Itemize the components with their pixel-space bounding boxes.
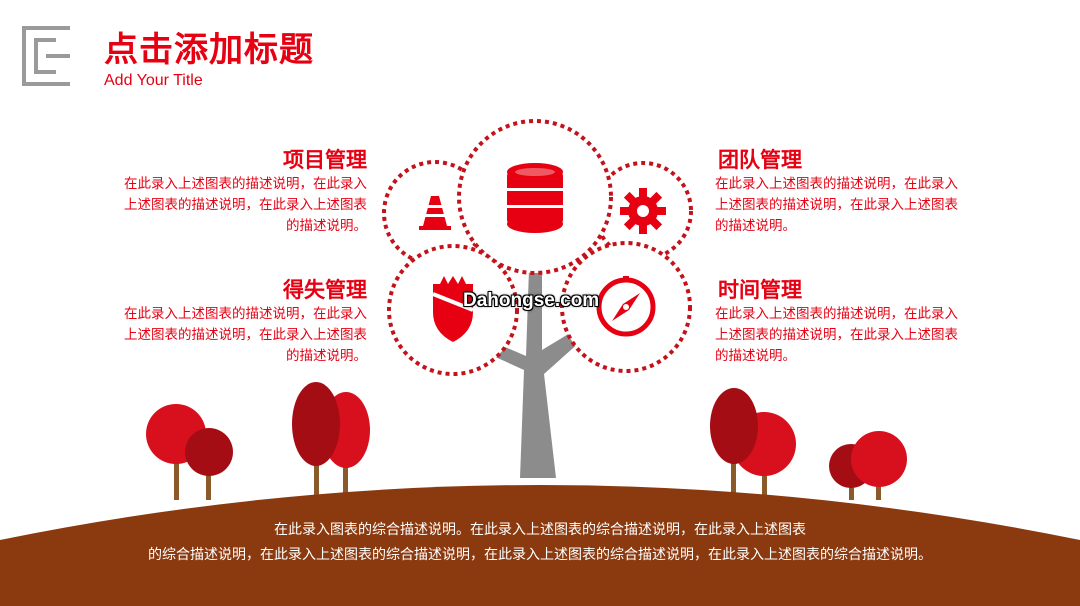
- compass-icon: [596, 276, 656, 337]
- summary-text: 在此录入图表的综合描述说明。在此录入上述图表的综合描述说明，在此录入上述图表 的…: [40, 518, 1040, 568]
- logo-mark: [22, 26, 70, 86]
- tree-trunk: [480, 240, 582, 478]
- block-desc-gainloss: 在此录入上述图表的描述说明，在此录入上述图表的描述说明，在此录入上述图表的描述说…: [124, 306, 367, 364]
- summary-line-2: 的综合描述说明，在此录入上述图表的综合描述说明，在此录入上述图表的综合描述说明，…: [148, 547, 932, 563]
- block-title-gainloss: 得失管理: [283, 278, 367, 302]
- block-title-team: 团队管理: [718, 148, 802, 172]
- block-title-time: 时间管理: [718, 278, 802, 302]
- block-title-project: 项目管理: [283, 148, 367, 172]
- decor-tree-right-1: [710, 388, 796, 495]
- shield-icon: [432, 276, 474, 342]
- traffic-cone-icon: [419, 196, 451, 230]
- summary-line-1: 在此录入图表的综合描述说明。在此录入上述图表的综合描述说明，在此录入上述图表: [274, 522, 806, 538]
- block-desc-project: 在此录入上述图表的描述说明，在此录入上述图表的描述说明，在此录入上述图表的描述说…: [124, 176, 367, 234]
- database-icon: [507, 163, 563, 233]
- page-subtitle: Add Your Title: [104, 72, 203, 89]
- page-title: 点击添加标题: [104, 30, 314, 70]
- gear-icon: [620, 188, 666, 234]
- block-desc-team: 在此录入上述图表的描述说明，在此录入上述图表的描述说明，在此录入上述图表的描述说…: [715, 176, 958, 234]
- ground-hill: [0, 485, 1080, 606]
- decor-tree-left-1: [146, 404, 233, 500]
- block-desc-time: 在此录入上述图表的描述说明，在此录入上述图表的描述说明，在此录入上述图表的描述说…: [715, 306, 958, 364]
- decor-tree-right-2: [829, 431, 907, 500]
- watermark: Dahongse.com: [463, 290, 600, 311]
- decor-tree-left-2: [292, 382, 370, 500]
